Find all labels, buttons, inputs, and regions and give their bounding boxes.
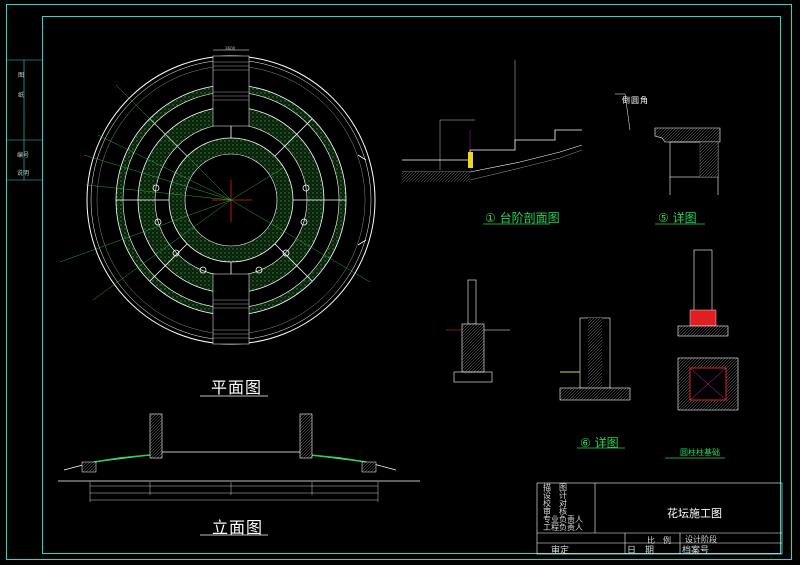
ratio-label: 比 例: [647, 536, 671, 545]
stair-section-title: ① 台阶剖面图: [485, 211, 560, 225]
stair-section: [402, 60, 583, 225]
title-block-row: 工程负责人: [543, 523, 583, 532]
side-label: 纸: [18, 92, 25, 99]
pillar-foundation-title: 圆柱柱基础: [680, 448, 720, 457]
chamfer-label: 倒圆角: [622, 96, 649, 105]
side-label: 图: [18, 72, 25, 79]
title-block-row: 校 对: [543, 499, 567, 508]
title-block: 描 图 设 计 校 对 审 核 专业负责人 工程负责人 花坛施工图 比 例 设计…: [537, 483, 782, 556]
side-label: 说明: [17, 170, 30, 177]
detail-6: [446, 279, 631, 449]
drawing-frame: [42, 16, 781, 554]
archive-label: 档案号: [682, 546, 710, 556]
title-block-row: 描 图: [543, 483, 567, 492]
plan-view: [59, 49, 376, 397]
title-block-row: 专业负责人: [543, 515, 583, 524]
detail5-title: ⑤ 详图: [658, 211, 697, 225]
elevation-title: 立面图: [212, 518, 264, 537]
elevation-view: [58, 413, 420, 536]
detail6-title: ⑥ 详图: [580, 436, 619, 450]
side-label: 编号: [17, 152, 30, 159]
title-block-row: 设 计: [543, 491, 567, 500]
detail-5: [615, 93, 721, 225]
stage-label: 设计阶段: [685, 535, 717, 544]
dim-label: 3600: [225, 46, 236, 51]
pillar-foundation: [665, 249, 739, 459]
date-label: 日 期: [627, 546, 655, 556]
side-strip: [6, 59, 42, 181]
drawing-name: 花坛施工图: [667, 507, 722, 520]
title-block-row: 审 核: [543, 507, 567, 516]
plan-title: 平面图: [211, 378, 263, 397]
outer-frame: [6, 4, 792, 560]
approve-label: 审定: [551, 546, 570, 556]
title-block-lines: [536, 482, 783, 555]
